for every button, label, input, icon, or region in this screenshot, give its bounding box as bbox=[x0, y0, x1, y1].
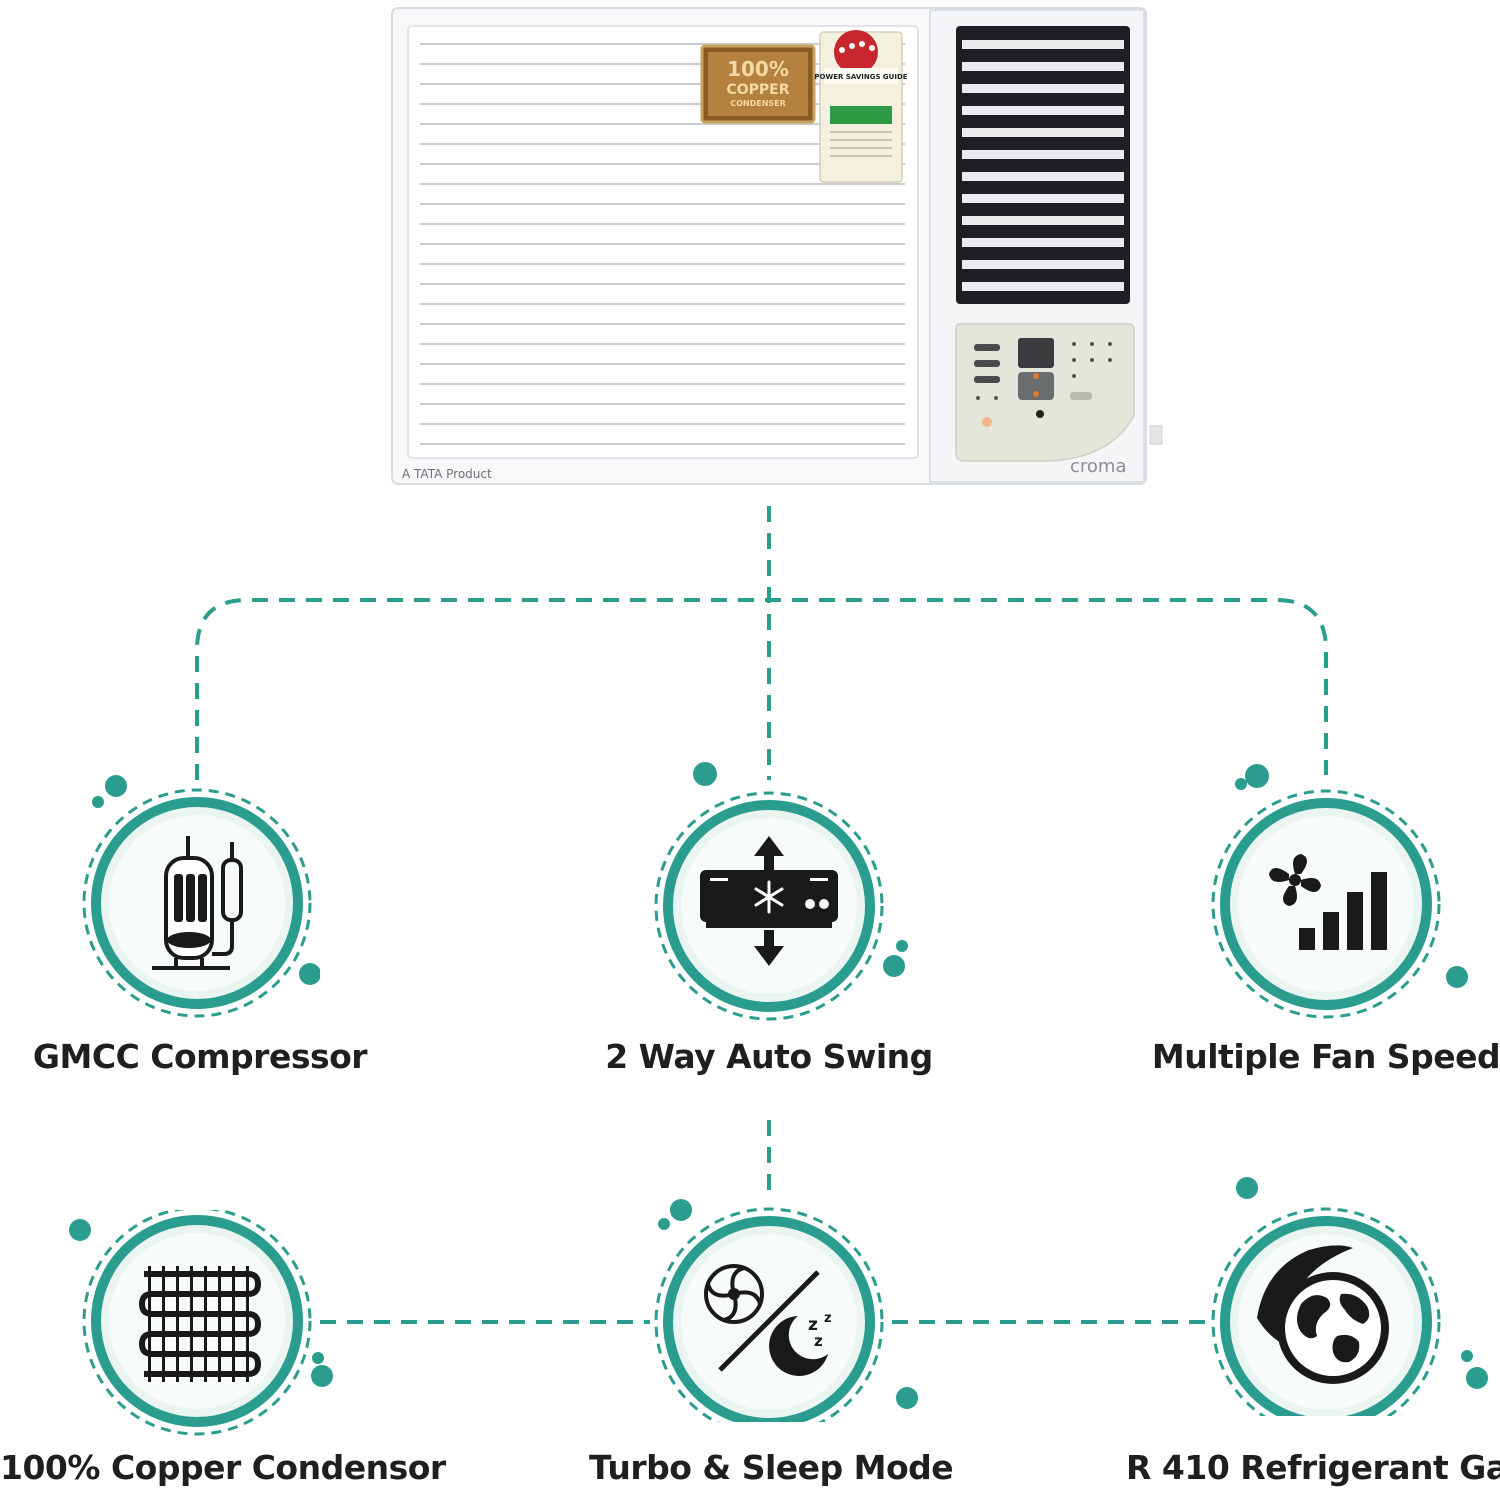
feature-label-turbo-sleep: Turbo & Sleep Mode bbox=[589, 1448, 954, 1487]
feature-label-fan-speed: Multiple Fan Speed bbox=[1151, 1037, 1500, 1076]
svg-text:z: z bbox=[808, 1315, 818, 1335]
feature-label-gmcc-compressor: GMCC Compressor bbox=[32, 1037, 368, 1076]
copper-coil-icon bbox=[69, 1210, 333, 1436]
svg-text:z: z bbox=[824, 1311, 832, 1326]
maker-text: A TATA Product bbox=[402, 467, 492, 481]
feature-label-copper-condensor: 100% Copper Condensor bbox=[0, 1448, 446, 1487]
energy-label-title: POWER SAVINGS GUIDE bbox=[814, 73, 907, 81]
feature-auto-swing bbox=[648, 760, 918, 1030]
eco-globe-icon bbox=[1211, 1177, 1488, 1416]
compressor-icon bbox=[82, 775, 320, 1018]
feature-gmcc-compressor bbox=[80, 770, 320, 1030]
feature-fan-speed bbox=[1205, 760, 1475, 1030]
fan-speed-icon bbox=[1211, 764, 1468, 1019]
product-image: 100% COPPER CONDENSER POWER SAVINGS GUID… bbox=[390, 6, 1170, 488]
turbo-sleep-icon: z z z bbox=[654, 1199, 918, 1422]
svg-text:z: z bbox=[814, 1332, 823, 1350]
feature-label-auto-swing: 2 Way Auto Swing bbox=[605, 1037, 933, 1076]
feature-r410-gas bbox=[1205, 1176, 1495, 1416]
badge-line1: 100% bbox=[727, 57, 789, 81]
auto-swing-icon bbox=[654, 762, 908, 1021]
brand-logo: croma bbox=[1070, 456, 1126, 477]
feature-turbo-sleep: z z z bbox=[648, 1192, 928, 1422]
badge-line2: COPPER bbox=[726, 82, 789, 98]
feature-label-r410-gas: R 410 Refrigerant Gas bbox=[1126, 1448, 1500, 1487]
badge-line3: CONDENSER bbox=[730, 99, 786, 108]
feature-copper-condensor bbox=[64, 1210, 334, 1460]
